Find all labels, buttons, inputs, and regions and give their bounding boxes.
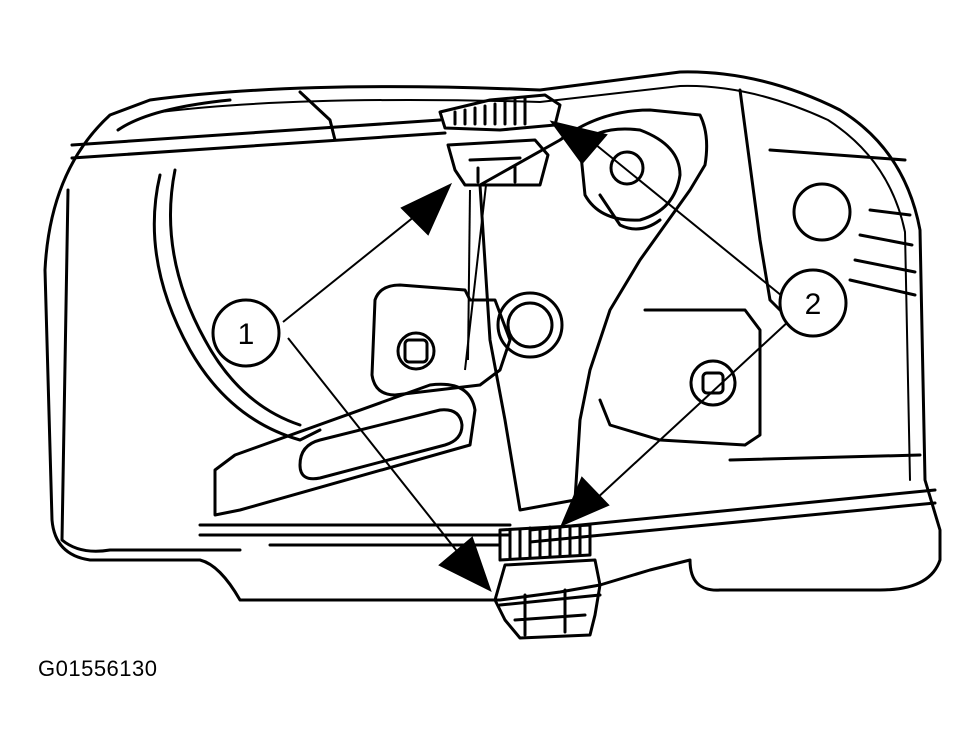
arrow-2-upper: [549, 120, 608, 165]
leader-2-upper: [589, 139, 783, 297]
lever-slot: [298, 408, 464, 481]
upper-right-tab: [598, 193, 662, 231]
mounting-screw-left: [403, 338, 429, 364]
mounting-plate: [370, 283, 512, 397]
housing-inner-outline: [159, 84, 911, 481]
callout-1-label: 1: [238, 318, 255, 351]
leader-1-lower: [287, 337, 461, 556]
right-bracket: [598, 308, 762, 447]
upper-rim: [116, 90, 337, 142]
callout-2: 2: [778, 268, 848, 338]
pivot-arm: [478, 108, 709, 512]
lower-spring-clip: [493, 523, 602, 640]
arrow-2-lower: [560, 476, 610, 527]
housing-outline: [43, 70, 942, 602]
pivot-hole-outer: [496, 291, 564, 359]
far-right-slots: [848, 208, 917, 297]
arrow-1-lower: [438, 536, 492, 592]
leader-2-lower: [594, 319, 791, 501]
pivot-hole: [506, 301, 554, 349]
far-right-hole: [792, 182, 852, 242]
figure-id-code: G01556130: [38, 656, 158, 681]
callout-1: 1: [211, 298, 281, 368]
inner-panel-curve: [152, 173, 322, 442]
lower-base: [198, 523, 512, 547]
upper-right-hole: [609, 150, 645, 186]
callout-2-label: 2: [805, 288, 822, 321]
inner-panel-curve-2: [169, 168, 302, 427]
upper-spring-clip: [438, 93, 562, 187]
leader-clip-left-2: [467, 189, 471, 361]
leader-1-upper: [282, 211, 421, 323]
slotted-lever: [213, 382, 477, 517]
upper-right-bracket: [578, 127, 682, 222]
upper-rod: [70, 118, 447, 160]
mounting-screw-left-ring: [396, 331, 436, 371]
right-screw-ring: [689, 359, 737, 407]
lower-rod: [528, 488, 937, 544]
left-wall: [60, 188, 242, 553]
arrow-1-upper: [400, 182, 453, 236]
